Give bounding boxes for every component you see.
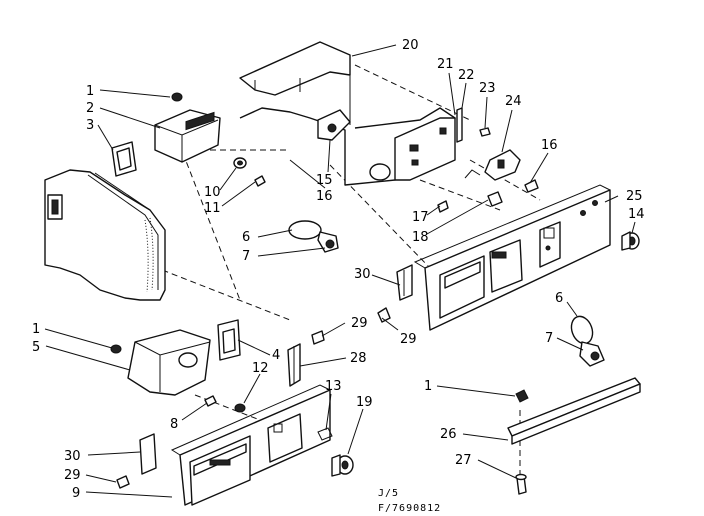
drawing-code: J/5 F/7690812 [378, 488, 441, 514]
callout-16-right: 16 [541, 138, 558, 153]
leader-lines [44, 44, 636, 498]
callout-19: 19 [356, 395, 373, 410]
switch-24 [464, 149, 539, 193]
screw-1-low [515, 389, 529, 403]
control-panel-9 [170, 384, 331, 506]
knob-14 [621, 231, 640, 251]
clip-29-mid [311, 307, 391, 345]
callout-17: 17 [412, 210, 429, 225]
screw-8-12 [204, 395, 246, 413]
drawing-code-line1: J/5 [378, 488, 399, 499]
callout-18: 18 [412, 230, 429, 245]
drawing-code-line2: F/7690812 [378, 503, 441, 514]
callout-20: 20 [402, 38, 419, 53]
callout-8: 8 [170, 417, 178, 432]
callout-23: 23 [479, 81, 496, 96]
control-box-5 [110, 329, 211, 396]
control-box-top [154, 92, 221, 163]
screw-1-top [171, 92, 183, 102]
screw-27 [515, 473, 527, 495]
callout-1-left: 1 [32, 322, 40, 337]
callout-24: 24 [505, 94, 522, 109]
gasket-3 [111, 141, 137, 177]
clip-13 [317, 427, 333, 441]
light-bulb-6-top [288, 220, 339, 253]
callout-6-right: 6 [555, 291, 563, 306]
refrigerator-liner [44, 169, 166, 301]
callout-29-low: 29 [64, 468, 81, 483]
callout-7: 7 [242, 249, 250, 264]
callout-21: 21 [437, 57, 454, 72]
cover-plate-20 [239, 41, 351, 96]
bracket-30-low [116, 433, 157, 489]
callout-10: 10 [204, 185, 221, 200]
air-damper-housing [239, 60, 491, 186]
callout-9: 9 [72, 486, 80, 501]
callout-25: 25 [626, 189, 643, 204]
callout-3: 3 [86, 118, 94, 133]
light-bulb-6-right [570, 315, 605, 367]
support-bar-26 [507, 377, 641, 445]
callout-2: 2 [86, 101, 94, 116]
callout-28: 28 [350, 351, 367, 366]
callout-29: 29 [351, 316, 368, 331]
callout-4: 4 [272, 348, 280, 363]
callout-labels: 1 2 3 10 11 20 21 22 23 24 15 16 16 17 1… [32, 38, 645, 501]
callout-6: 6 [242, 230, 250, 245]
callout-12: 12 [252, 361, 269, 376]
callout-16: 16 [316, 189, 333, 204]
callout-1-low: 1 [424, 379, 432, 394]
fasteners-10-11 [233, 157, 266, 187]
callout-13: 13 [325, 379, 342, 394]
callout-15: 15 [316, 173, 333, 188]
bracket-30-mid [396, 264, 413, 301]
callout-14: 14 [628, 207, 645, 222]
knob-19 [331, 454, 354, 477]
callout-1: 1 [86, 84, 94, 99]
socket-17-18 [437, 191, 503, 213]
callout-5: 5 [32, 340, 40, 355]
gasket-4 [217, 319, 241, 361]
control-panel-25 [413, 184, 611, 331]
callout-26: 26 [440, 427, 457, 442]
callout-30: 30 [354, 267, 371, 282]
callout-27: 27 [455, 453, 472, 468]
callout-29-b: 29 [400, 332, 417, 347]
callout-22: 22 [458, 68, 475, 83]
callout-7-right: 7 [545, 331, 553, 346]
callout-11: 11 [204, 201, 221, 216]
callout-30-low: 30 [64, 449, 81, 464]
bracket-28 [287, 343, 301, 387]
